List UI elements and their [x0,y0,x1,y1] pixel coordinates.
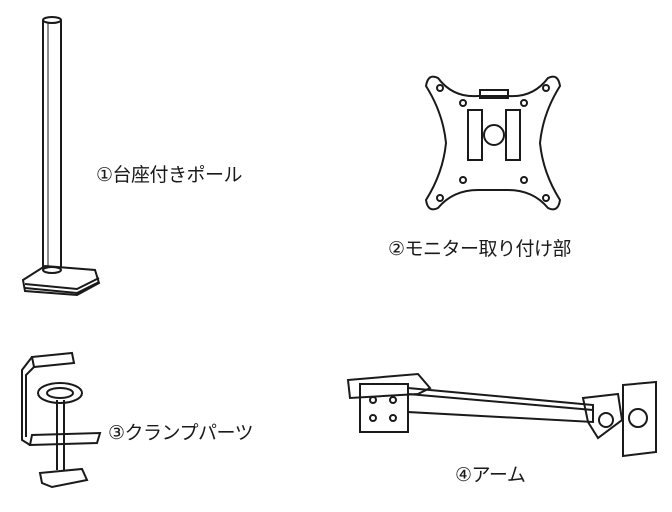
part-label-monitor-mount: ②モニター取り付け部 [388,238,572,260]
part-label-pole: ①台座付きポール [96,164,243,186]
arm-illustration [346,372,657,458]
part-label-clamp: ③クランプパーツ [108,422,254,444]
pole-with-base-illustration [21,16,101,297]
monitor-mount-plate-illustration [424,75,562,211]
clamp-parts-illustration [21,351,102,489]
part-label-arm: ④アーム [455,464,526,486]
